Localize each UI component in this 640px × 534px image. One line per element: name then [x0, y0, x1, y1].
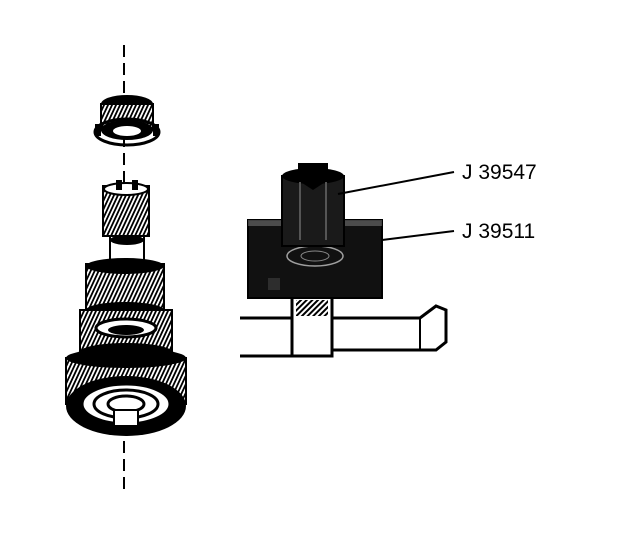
leader-j39511 — [381, 230, 455, 241]
bearing-icon — [93, 95, 161, 147]
exploded-assembly — [65, 45, 187, 492]
leader-j39547 — [337, 171, 455, 195]
label-j39511: J 39511 — [462, 220, 535, 243]
label-j39547: J 39547 — [462, 161, 537, 184]
press-arrow-icon — [290, 163, 336, 190]
cluster-gear-icon — [65, 180, 187, 436]
press-tool-assembly — [240, 163, 448, 358]
support-fixture-icon — [240, 294, 448, 358]
callout-leaders — [337, 171, 455, 241]
